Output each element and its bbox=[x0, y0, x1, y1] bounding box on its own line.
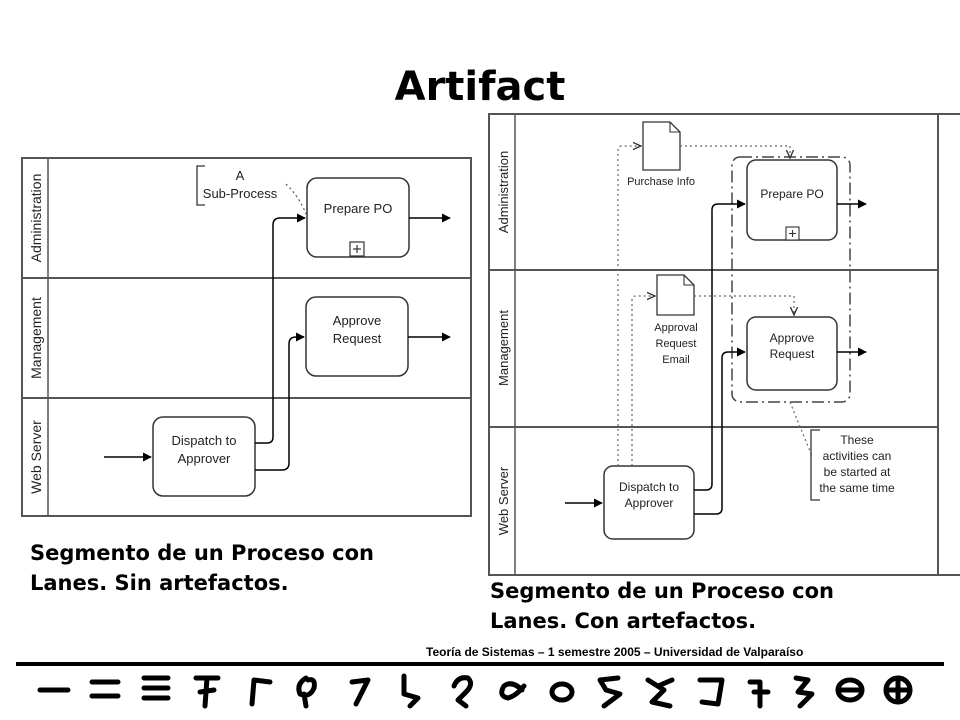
left-task-approve-request-label-2: Request bbox=[333, 331, 382, 346]
approval-email-label-1: Approval bbox=[654, 322, 697, 334]
right-annotation-line-2: activities can bbox=[823, 449, 892, 463]
right-lane-label-management: Management bbox=[496, 310, 511, 386]
left-annotation-bracket bbox=[196, 165, 205, 206]
glyph-two-bars-icon bbox=[89, 679, 121, 699]
glyph-seven-icon bbox=[349, 677, 371, 707]
right-annotation-line-4: the same time bbox=[819, 481, 895, 495]
approval-email-label-3: Email bbox=[662, 354, 690, 366]
glyph-cross-icon bbox=[747, 679, 771, 709]
approval-email-document-icon bbox=[656, 274, 695, 316]
right-flow-to-approve bbox=[694, 347, 746, 515]
footer-rule bbox=[16, 662, 944, 666]
left-task-dispatch-label-1: Dispatch to bbox=[171, 433, 236, 448]
caption-left: Segmento de un Proceso con Lanes. Sin ar… bbox=[30, 538, 374, 598]
left-task-approve-request-label-1: Approve bbox=[333, 313, 381, 328]
right-task-approve-request-label-2: Request bbox=[770, 347, 815, 361]
glyph-gamma-icon bbox=[249, 677, 273, 707]
left-lane-label-management: Management bbox=[28, 297, 44, 379]
glyph-five-icon bbox=[597, 675, 623, 709]
left-annotation-line-2: Sub-Process bbox=[203, 186, 278, 201]
right-task-dispatch-label-2: Approver bbox=[625, 496, 674, 510]
caption-right: Segmento de un Proceso con Lanes. Con ar… bbox=[490, 576, 834, 636]
left-flow-to-approve bbox=[255, 332, 305, 471]
right-subprocess-marker-icon bbox=[785, 226, 800, 241]
glyph-z-icon bbox=[645, 677, 675, 709]
left-task-dispatch bbox=[152, 416, 256, 497]
caption-right-line-2: Lanes. Con artefactos. bbox=[490, 609, 757, 633]
left-lane-label-administration: Administration bbox=[28, 174, 44, 263]
caption-left-line-1: Segmento de un Proceso con bbox=[30, 541, 374, 565]
right-task-approve-request-label-1: Approve bbox=[770, 331, 815, 345]
glyph-circle-plus-icon bbox=[883, 675, 913, 705]
right-flow-to-prepare-po bbox=[694, 199, 746, 491]
glyph-question-icon bbox=[451, 675, 474, 709]
right-annotation-bracket bbox=[810, 429, 820, 501]
assoc-email-to-approve bbox=[694, 295, 794, 315]
right-task-dispatch bbox=[603, 465, 695, 540]
right-task-prepare-po-label: Prepare PO bbox=[760, 187, 823, 201]
left-task-prepare-po-label: Prepare PO bbox=[324, 201, 393, 216]
slide-title: Artifact bbox=[394, 64, 566, 110]
left-lane-label-web-server: Web Server bbox=[28, 420, 44, 494]
right-annotation-line-3: be started at bbox=[824, 465, 891, 479]
glyph-hook-t-icon bbox=[193, 675, 221, 709]
left-annotation-line-1: A bbox=[236, 168, 245, 183]
right-task-approve-request bbox=[746, 316, 838, 391]
left-subprocess-marker-icon bbox=[349, 241, 365, 257]
caption-right-line-1: Segmento de un Proceso con bbox=[490, 579, 834, 603]
assoc-dispatch-to-email bbox=[631, 296, 655, 466]
right-lane-label-administration: Administration bbox=[496, 151, 511, 233]
purchase-info-label: Purchase Info bbox=[627, 176, 695, 188]
footer-text: Teoría de Sistemas – 1 semestre 2005 – U… bbox=[426, 645, 804, 659]
right-lane-label-web-server: Web Server bbox=[496, 466, 511, 535]
glyph-phi-icon bbox=[296, 675, 317, 709]
left-diagram: Administration Management Web Server A S… bbox=[21, 157, 472, 517]
glyph-s-hook-icon bbox=[401, 673, 421, 709]
right-pool bbox=[488, 113, 960, 576]
glyph-alpha-icon bbox=[499, 681, 527, 701]
purchase-info-document-icon bbox=[642, 121, 681, 171]
approval-email-label-2: Request bbox=[656, 338, 697, 350]
assoc-dispatch-to-purchase-info bbox=[617, 146, 641, 466]
glyph-zeta-icon bbox=[793, 675, 815, 709]
left-flow-to-prepare-po bbox=[255, 213, 306, 444]
glyph-three-bars-icon bbox=[141, 675, 171, 701]
glyph-o-icon bbox=[549, 681, 575, 703]
right-diagram: Administration Management Web Server Pur… bbox=[488, 113, 960, 576]
decorative-glyph-strip bbox=[37, 673, 913, 709]
right-task-dispatch-label-1: Dispatch to bbox=[619, 480, 679, 494]
assoc-purchase-info-to-prepare bbox=[680, 145, 790, 158]
right-annotation-line-1: These bbox=[840, 433, 874, 447]
glyph-theta-icon bbox=[835, 677, 865, 703]
glyph-j-icon bbox=[697, 677, 725, 707]
caption-left-line-2: Lanes. Sin artefactos. bbox=[30, 571, 289, 595]
left-task-dispatch-label-2: Approver bbox=[178, 451, 231, 466]
